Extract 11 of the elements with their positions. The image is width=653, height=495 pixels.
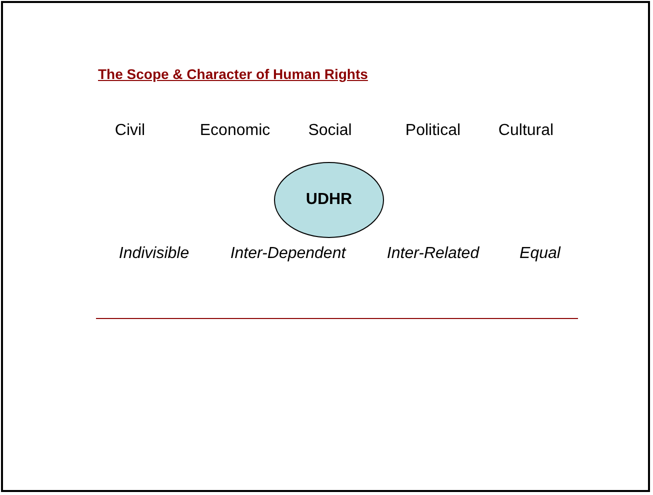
- category-label: Social: [308, 122, 352, 140]
- node-label: UDHR: [306, 191, 352, 209]
- characteristic-label: Equal: [520, 245, 560, 263]
- slide-title: The Scope & Character of Human Rights: [98, 66, 368, 82]
- characteristic-label: Indivisible: [118, 245, 190, 263]
- category-label: Cultural: [498, 122, 554, 140]
- characteristic-label: Inter-Dependent: [230, 245, 346, 263]
- category-label: Economic: [200, 122, 270, 140]
- category-label: Political: [405, 122, 461, 140]
- characteristic-label: Inter-Related: [386, 245, 480, 263]
- category-label: Civil: [114, 122, 146, 140]
